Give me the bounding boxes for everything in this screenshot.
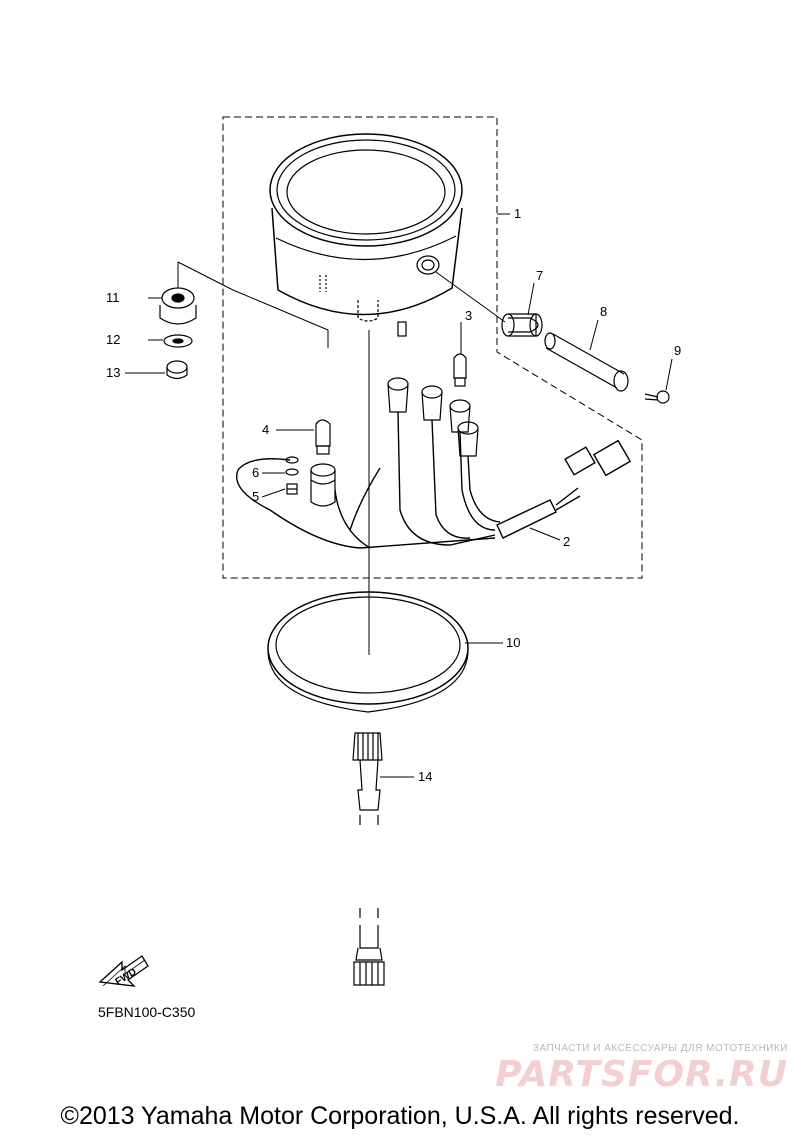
callout-1: 1 (514, 206, 521, 221)
callout-13: 13 (106, 365, 120, 380)
small-screw (286, 483, 298, 495)
callout-12: 12 (106, 332, 120, 347)
callout-11: 11 (106, 290, 120, 305)
meter-housing (269, 133, 463, 337)
watermark-tagline: ЗАПЧАСТИ И АКСЕССУАРЫ ДЛЯ МОТОТЕХНИКИ (532, 1043, 788, 1054)
bulb (453, 353, 467, 387)
gasket-ring (267, 591, 469, 713)
nut (166, 360, 188, 380)
diagram-code: 5FBN100-C350 (98, 1004, 196, 1020)
meter-cable (352, 732, 385, 986)
fwd-arrow: FWD (98, 955, 149, 988)
bulb-4 (315, 419, 331, 455)
grommet (159, 287, 197, 325)
assembly-boundary (222, 116, 643, 579)
socket (310, 463, 336, 507)
callout-14: 14 (418, 769, 432, 784)
callout-5: 5 (252, 489, 259, 504)
callout-8: 8 (600, 304, 607, 319)
bushing (501, 313, 543, 337)
callout-7: 7 (536, 268, 543, 283)
callout-6: 6 (252, 465, 259, 480)
copyright-notice: ©2013 Yamaha Motor Corporation, U.S.A. A… (60, 1102, 740, 1130)
wire-harness (236, 411, 632, 549)
callout-2: 2 (563, 534, 570, 549)
leader-lines (125, 213, 673, 778)
callout-10: 10 (506, 635, 520, 650)
callout-4: 4 (262, 422, 269, 437)
watermark-logo: PARTSFOR.RU (495, 1054, 788, 1095)
watermark: ЗАПЧАСТИ И АКСЕССУАРЫ ДЛЯ МОТОТЕХНИКИ PA… (488, 1043, 788, 1094)
washer (163, 334, 193, 348)
callout-9: 9 (674, 343, 681, 358)
screw (644, 390, 670, 404)
sleeve-tube (544, 332, 629, 392)
callout-3: 3 (465, 308, 472, 323)
